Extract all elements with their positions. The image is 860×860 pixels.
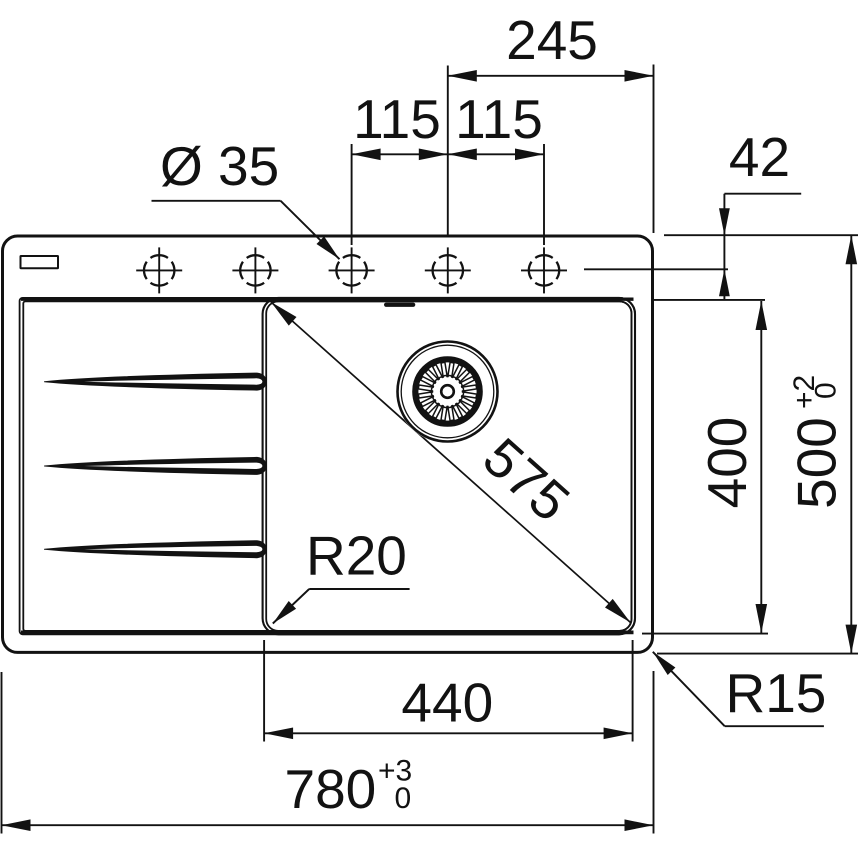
svg-text:0: 0 [810,382,843,399]
svg-text:440: 440 [401,672,493,734]
svg-text:780: 780 [285,758,377,820]
svg-text:42: 42 [729,126,790,188]
svg-text:115: 115 [455,88,543,150]
svg-text:500: 500 [786,417,848,509]
svg-text:115: 115 [353,88,441,150]
svg-text:400: 400 [696,417,758,509]
svg-text:245: 245 [506,9,598,71]
svg-text:+3: +3 [378,755,412,788]
svg-text:R20: R20 [306,525,407,587]
svg-text:+2: +2 [788,375,821,409]
svg-text:Ø 35: Ø 35 [160,135,279,197]
svg-text:0: 0 [395,782,412,815]
svg-text:R15: R15 [726,662,827,724]
